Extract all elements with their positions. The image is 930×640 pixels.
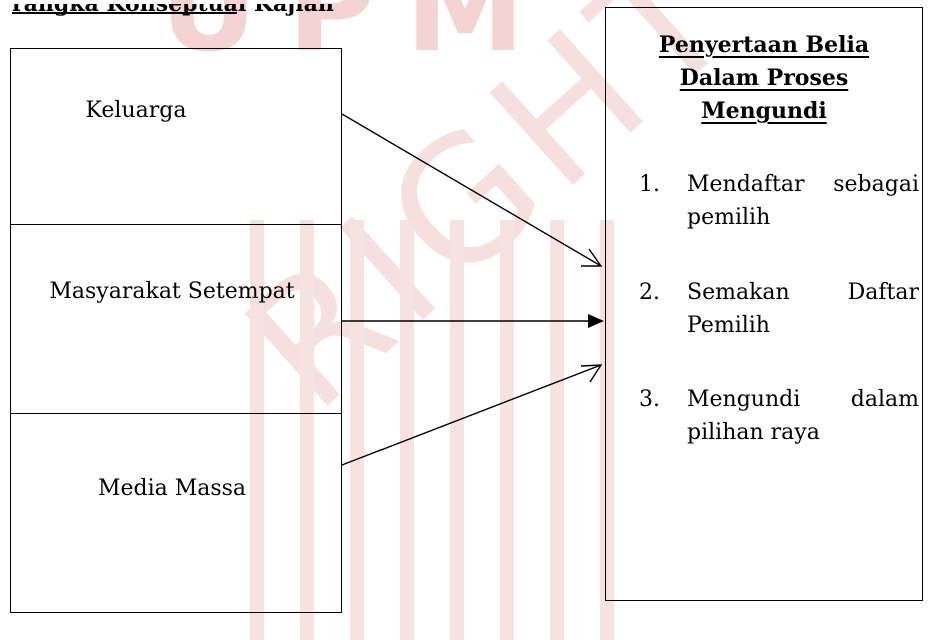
arrows-layer: [341, 113, 604, 466]
list-item-3-line-2: pilihan raya: [687, 420, 820, 445]
list-item-3-word-1: Mengundi: [687, 387, 801, 412]
arrowhead-masyarakat: [588, 314, 604, 328]
box-title-line-2: Dalam Proses: [679, 65, 849, 91]
list-item-3-number: 3.: [639, 387, 660, 412]
box-title-line-1: Penyertaan Belia: [658, 32, 870, 58]
box-title: Penyertaan Belia Dalam Proses Mengundi: [606, 29, 922, 128]
box-masyarakat-setempat: Masyarakat Setempat: [10, 224, 342, 414]
list-item-1-word-1: Mendaftar: [687, 172, 805, 197]
heading-underline: [12, 12, 237, 14]
list-item-1-line-2: pemilih: [687, 205, 771, 230]
list-item-2-word-1: Semakan: [687, 280, 790, 305]
box-masyarakat-label: Masyarakat Setempat: [49, 279, 295, 304]
list-item-2-line-2: Pemilih: [687, 313, 770, 338]
box-media-massa: Media Massa: [10, 413, 342, 613]
arrow-keluarga: [341, 113, 602, 267]
arrowhead-keluarga: [581, 248, 603, 267]
box-media-massa-label: Media Massa: [97, 476, 247, 501]
list-item-2-number: 2.: [639, 280, 660, 305]
arrow-media-massa: [341, 364, 602, 466]
box-penyertaan-belia: Penyertaan Belia Dalam Proses Mengundi 1…: [605, 7, 923, 601]
box-title-line-3: Mengundi: [701, 98, 827, 124]
list-item-3-word-2: dalam: [850, 387, 919, 412]
list-item-1-word-2: sebagai: [833, 172, 919, 197]
list-item-1-number: 1.: [639, 172, 660, 197]
list-item-2-word-2: Daftar: [847, 280, 919, 305]
box-keluarga: Keluarga: [10, 48, 342, 225]
arrowhead-media-massa: [580, 364, 603, 383]
box-keluarga-label: Keluarga: [85, 98, 187, 123]
